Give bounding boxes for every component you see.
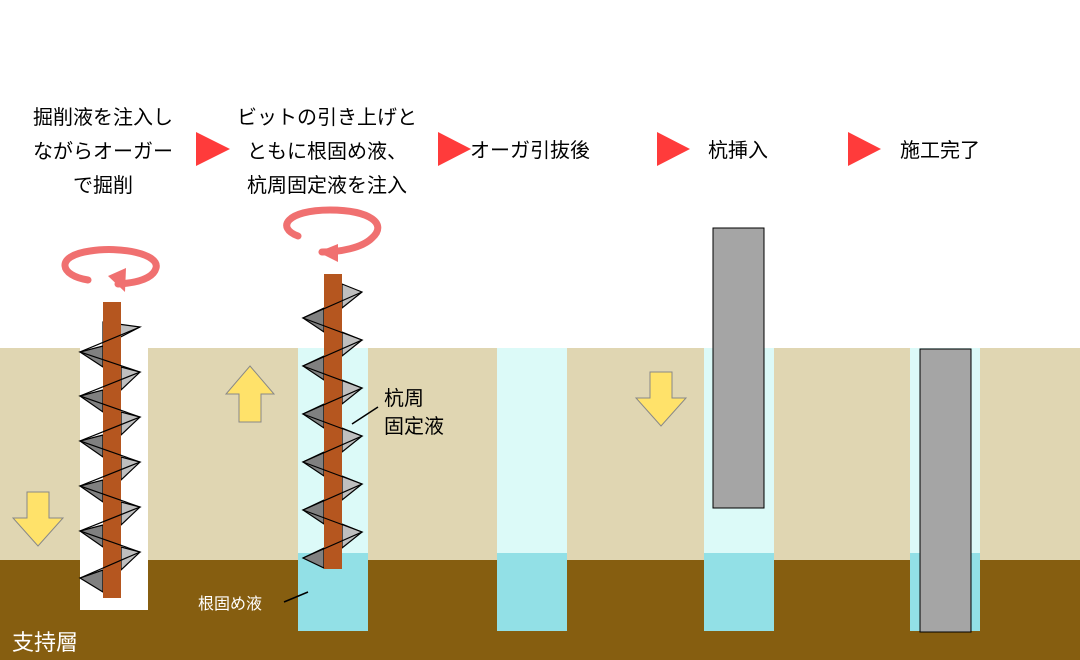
auger-flight-lines-1: [78, 326, 142, 579]
step-5-line-1: 施工完了: [900, 138, 980, 162]
step-arrow-1: [196, 132, 230, 166]
down-arrow-1: [11, 491, 65, 547]
step-2-label: ビットの引き上げと ともに根固め液、 杭周固定液を注入: [222, 100, 432, 202]
rotation-arrow-2: [283, 206, 382, 262]
step-1-line-2: ながらオーガー: [33, 139, 173, 163]
step-2-line-3: 杭周固定液を注入: [247, 173, 407, 197]
pile-fixing-fluid-line-2: 固定液: [384, 414, 444, 438]
step-3-label: オーガ引抜後: [470, 133, 615, 167]
step-3-line-1: オーガ引抜後: [470, 138, 590, 162]
step-arrow-2: [438, 132, 471, 166]
root-fluid-4: [704, 553, 774, 631]
step-2-line-1: ビットの引き上げと: [237, 105, 417, 129]
root-fluid-leader: [283, 591, 309, 603]
step-1-label: 掘削液を注入し ながらオーガー で掘削: [18, 100, 188, 202]
pile-fixing-fluid-label: 杭周 固定液: [384, 384, 444, 440]
step-4-label: 杭挿入: [708, 133, 788, 167]
pile-4: [712, 227, 765, 509]
step-1-line-1: 掘削液を注入し: [33, 105, 173, 129]
root-fixing-fluid-label: 根固め液: [198, 594, 263, 613]
step-arrow-4: [848, 132, 881, 166]
root-fluid-3: [497, 553, 567, 631]
auger-rod-2: [324, 274, 342, 569]
auger-rod-1: [103, 302, 121, 598]
step-2-line-2: ともに根固め液、: [247, 139, 407, 163]
down-arrow-4: [634, 371, 688, 427]
step-1-line-3: で掘削: [73, 173, 133, 197]
pile-fixing-fluid-line-1: 杭周: [384, 386, 424, 410]
up-arrow-2: [224, 365, 276, 423]
step-5-label: 施工完了: [900, 133, 1000, 167]
pile-5: [919, 348, 972, 633]
pile-fixing-fluid-leader: [351, 406, 379, 425]
fixing-fluid-3: [497, 348, 567, 553]
step-4-line-1: 杭挿入: [708, 138, 768, 162]
rotation-arrow-1: [61, 246, 160, 292]
bearing-layer-label: 支持層: [12, 631, 79, 656]
step-arrow-3: [657, 132, 690, 166]
auger-flight-lines-2: [301, 291, 364, 559]
